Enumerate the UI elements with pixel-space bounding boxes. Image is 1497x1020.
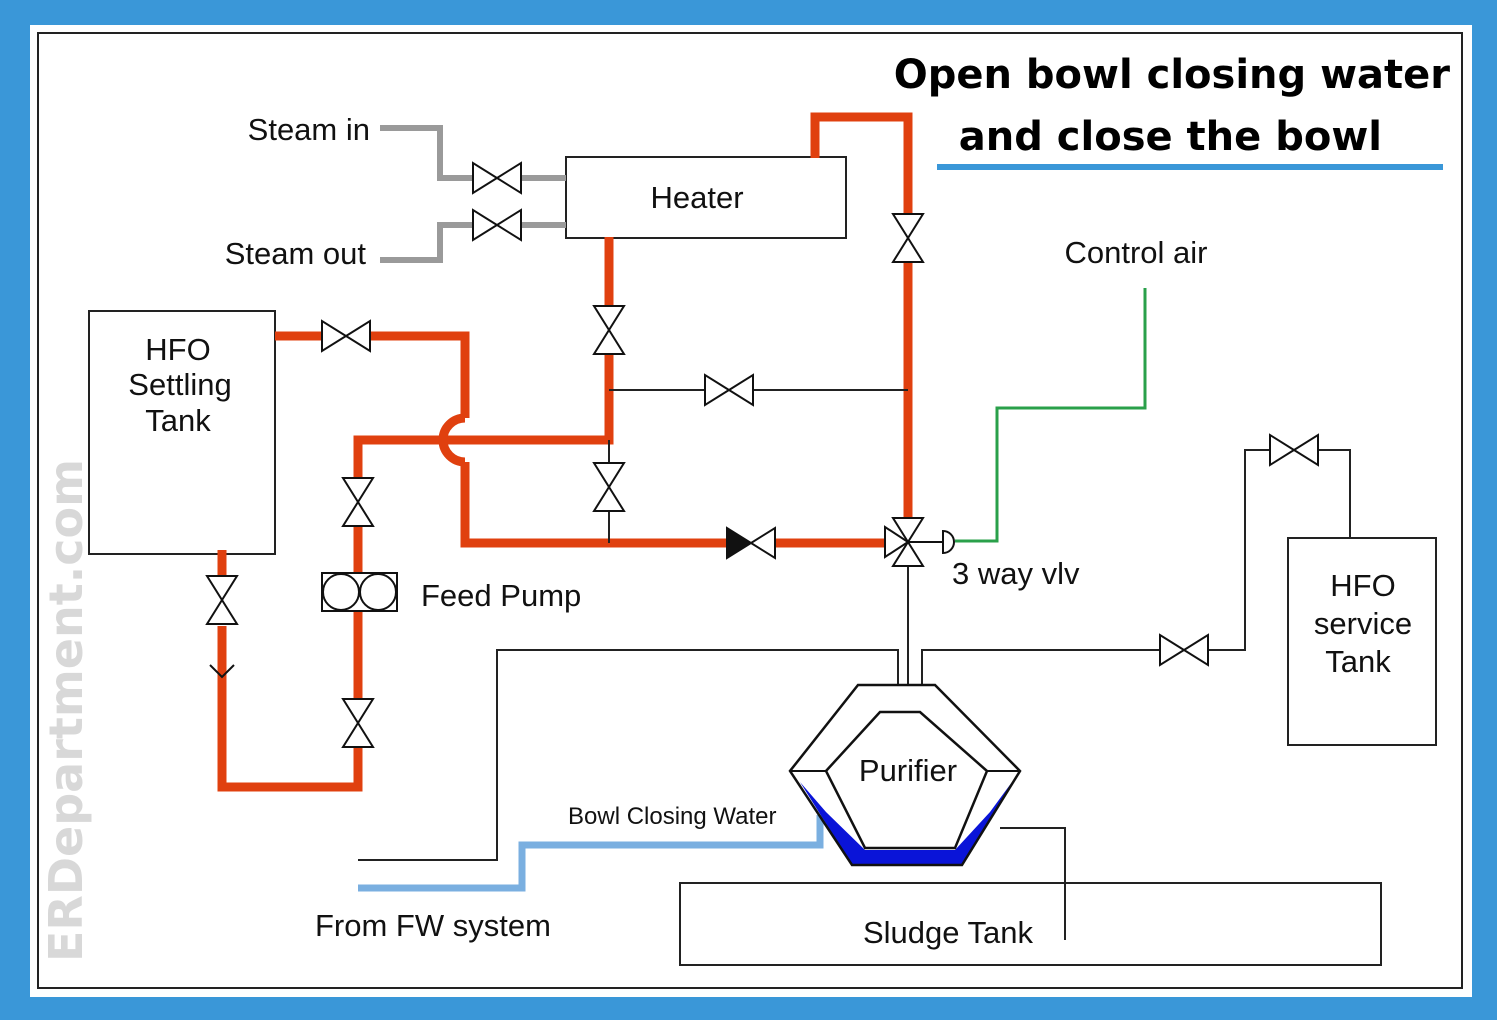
three-way-valve-label: 3 way vlv <box>952 556 1080 591</box>
settling-tank-label-3: Tank <box>145 403 211 438</box>
bowl-closing-water-pipe <box>358 815 824 892</box>
from-fw-label: From FW system <box>315 908 551 943</box>
pipe-crossover <box>438 413 466 467</box>
heater-outlet-pipe <box>810 112 913 215</box>
pump-discharge-valve <box>341 698 375 748</box>
settling-outlet-valve <box>321 319 371 353</box>
diagram-panel <box>30 25 1472 997</box>
inner-frame <box>37 32 1463 989</box>
steam-in-pipe <box>380 125 473 181</box>
heater-inlet-pipe-2 <box>353 354 614 478</box>
settling-tank <box>88 310 276 555</box>
control-air-label: Control air <box>1065 235 1208 270</box>
title-line-2: and close the bowl <box>959 114 1382 160</box>
service-tank-label-1: HFO <box>1330 568 1395 603</box>
sludge-line <box>1000 827 1066 940</box>
flow-arrow-icon <box>209 664 235 679</box>
three-way-valve <box>884 517 955 567</box>
heater-box <box>565 156 847 239</box>
steam-out-valve <box>472 208 522 242</box>
valve-actuator-icon <box>942 529 955 555</box>
control-air-line <box>955 288 1147 543</box>
service-tank-label-2: service <box>1314 606 1412 641</box>
steam-out-label: Steam out <box>225 236 367 271</box>
feed-pump <box>321 572 398 612</box>
heater-inlet-valve <box>592 305 626 355</box>
return-to-tank-pipe <box>217 626 363 792</box>
heater-bypass-valve <box>704 373 754 407</box>
bowl-water-fill <box>800 782 1012 865</box>
purifier-label: Purifier <box>859 753 957 788</box>
heater-label: Heater <box>650 180 743 215</box>
purifier-outlet-valve <box>1159 633 1209 667</box>
steam-in-label: Steam in <box>248 112 370 147</box>
watermark: ERDepartment.com <box>39 459 93 962</box>
suction-pipe <box>370 331 470 418</box>
bowl-closing-water-label: Bowl Closing Water <box>568 803 777 830</box>
bypass-return-pipe <box>460 462 727 548</box>
steam-in-valve <box>472 161 522 195</box>
sludge-tank-label: Sludge Tank <box>863 915 1034 950</box>
tank-drain-valve <box>205 575 239 625</box>
pump-suction-valve <box>341 477 375 527</box>
sludge-tank <box>679 882 1382 966</box>
settling-tank-label-2: Settling <box>128 367 231 402</box>
feed-pump-label: Feed Pump <box>421 578 581 613</box>
recirc-valve <box>592 462 626 512</box>
settling-tank-label-1: HFO <box>145 332 210 367</box>
service-tank <box>1287 537 1437 746</box>
service-tank-line <box>1208 449 1270 651</box>
title-line-1: Open bowl closing water <box>894 52 1451 98</box>
purifier-outlet-left <box>358 649 899 861</box>
service-tank-valve <box>1269 433 1319 467</box>
steam-out-pipe <box>380 222 473 263</box>
service-tank-line-2 <box>1318 449 1351 538</box>
heater-outlet-valve <box>891 213 925 263</box>
purifier-outlet-right <box>921 649 1160 685</box>
service-tank-label-3: Tank <box>1325 644 1391 679</box>
check-valve <box>726 526 776 560</box>
